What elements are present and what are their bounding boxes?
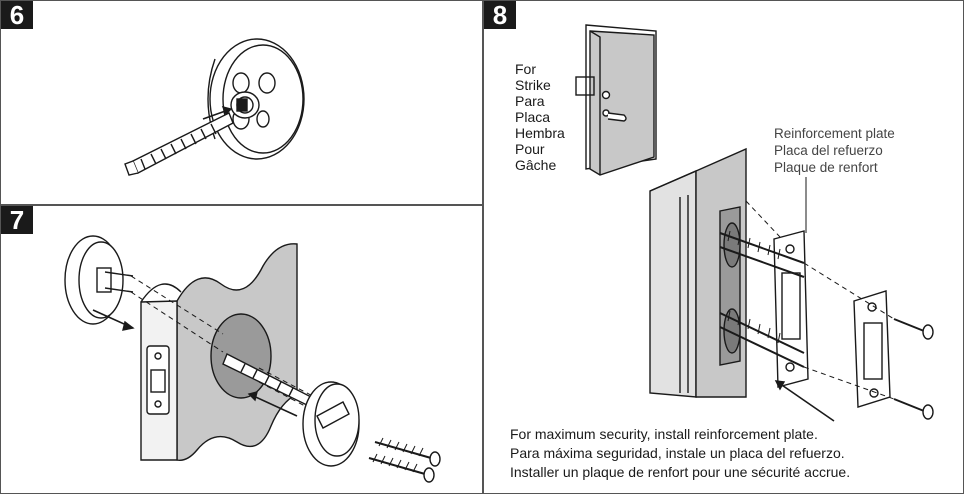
step-7-illustration [64,235,441,483]
step-8-illustration [575,24,934,422]
strike-line-7: Gâche [515,157,557,173]
for-strike-label: For Strike Para Placa Hembra Pour Gâche [515,61,565,173]
strike-line-6: Pour [515,141,545,157]
strike-screws [893,318,934,420]
strike-line-3: Para [515,93,545,109]
step-8-number: 8 [484,1,516,29]
strike-line-5: Hembra [515,125,565,141]
door-jamb-block [649,169,697,398]
step-6-panel: 6 [0,0,483,205]
reinforcement-plate-label: Reinforcement plate Placa del refuerzo P… [774,125,895,176]
bore-hole [210,313,272,399]
open-door-leaf [589,30,655,176]
instruction-es: Para máxima seguridad, instale un placa … [510,445,845,461]
strike-line-2: Strike [515,77,551,93]
step-8-panel: 8 For Strike Para Placa Hembra Pour Gâch… [483,0,964,494]
strike-line-4: Placa [515,109,551,125]
step-7-panel: 7 [0,205,483,494]
step-7-number: 7 [1,206,33,234]
reinforcement-instructions: For maximum security, install reinforcem… [510,425,850,482]
step-6-number: 6 [1,1,33,29]
strike-callout-box [575,76,595,96]
strike-line-1: For [515,61,536,77]
reinforcement-line-2: Placa del refuerzo [774,143,883,158]
instruction-en: For maximum security, install reinforcem… [510,426,818,442]
step-6-illustration [124,38,305,176]
reinforcement-line-1: Reinforcement plate [774,126,895,141]
reinforcement-line-3: Plaque de renfort [774,160,878,175]
step-7-screws [368,437,441,483]
instruction-fr: Installer un plaque de renfort pour une … [510,464,851,480]
interior-rose-rim [222,44,304,154]
